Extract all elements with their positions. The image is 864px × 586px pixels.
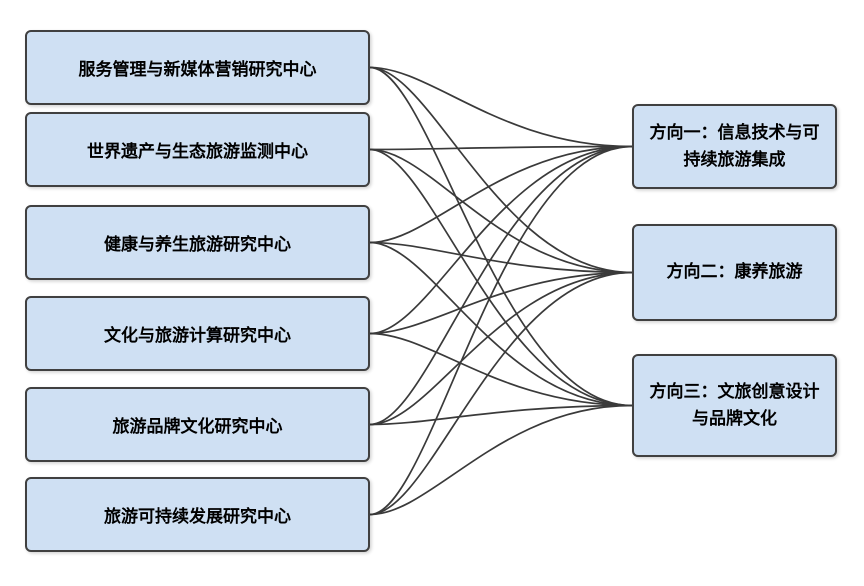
direction-box-2-wellness-tourism: 方向二：康养旅游 [632, 224, 837, 321]
connection-line [369, 66, 633, 407]
direction-box-3-creative-design-brand: 方向三：文旅创意设计与品牌文化 [632, 354, 837, 457]
center-box-service-management: 服务管理与新媒体营销研究中心 [25, 30, 370, 105]
connection-line [369, 271, 633, 335]
center-box-label: 旅游可持续发展研究中心 [104, 507, 291, 526]
center-box-label: 旅游品牌文化研究中心 [112, 417, 283, 436]
direction-box-1-it-sustainable-tourism: 方向一：信息技术与可持续旅游集成 [632, 104, 837, 189]
direction-box-label: 方向二：康养旅游 [666, 262, 803, 282]
connection-line [369, 145, 633, 335]
connection-line [369, 271, 633, 516]
center-box-label: 健康与养生旅游研究中心 [104, 235, 291, 254]
connection-line [369, 404, 633, 426]
connection-line [369, 66, 633, 148]
connection-line [369, 66, 633, 274]
direction-box-label: 方向三：文旅创意设计与品牌文化 [649, 382, 820, 428]
center-box-culture-tourism-computing: 文化与旅游计算研究中心 [25, 296, 370, 371]
connection-line [369, 241, 633, 274]
center-box-label: 文化与旅游计算研究中心 [104, 326, 291, 345]
connection-line [369, 145, 633, 516]
connection-line [369, 404, 633, 516]
center-box-health-wellness: 健康与养生旅游研究中心 [25, 205, 370, 280]
connection-line [369, 148, 633, 274]
connection-line [369, 145, 633, 426]
connection-line [369, 271, 633, 426]
center-box-label: 世界遗产与生态旅游监测中心 [87, 142, 308, 161]
center-box-label: 服务管理与新媒体营销研究中心 [78, 60, 317, 79]
connection-line [369, 332, 633, 407]
center-box-tourism-brand-culture: 旅游品牌文化研究中心 [25, 387, 370, 462]
direction-box-label: 方向一：信息技术与可持续旅游集成 [649, 123, 820, 169]
connection-line [369, 148, 633, 407]
center-box-world-heritage: 世界遗产与生态旅游监测中心 [25, 112, 370, 187]
center-box-sustainable-tourism: 旅游可持续发展研究中心 [25, 477, 370, 552]
connection-line [369, 241, 633, 407]
connection-line [369, 145, 633, 244]
connection-line [369, 145, 633, 151]
